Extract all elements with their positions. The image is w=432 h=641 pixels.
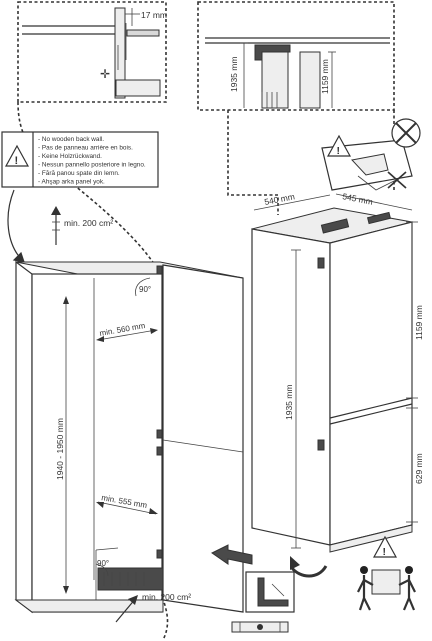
two-person-lift-icon: !	[357, 535, 416, 611]
ventilation-bottom: min. 200 cm²	[115, 592, 191, 623]
warning-triangle-icon: !	[4, 144, 30, 167]
label-min-200-top: min. 200 cm²	[64, 218, 113, 228]
label-545: 545 mm	[342, 191, 374, 207]
dim-1159-right: 1159 mm	[406, 221, 424, 399]
prohibited-icon	[391, 118, 421, 148]
svg-text:!: !	[15, 155, 19, 167]
turn-arrow	[290, 556, 328, 578]
warning-line-6: - Ahşap arka panel yok.	[38, 179, 105, 186]
warning-box: ! - No wooden back wall. - Pas de pannea…	[1, 131, 159, 188]
warning-line-3: - Keine Holzrückwand.	[38, 153, 102, 160]
label-90-bottom: 90°	[97, 559, 109, 568]
ventilation-top: min. 200 cm²	[51, 206, 113, 245]
label-gap-17mm: 17 mm	[141, 10, 167, 20]
label-min-200-bottom: min. 200 cm²	[142, 592, 191, 602]
dim-1935-right: 1935 mm	[284, 249, 301, 549]
label-629: 629 mm	[414, 453, 424, 484]
warning-line-2: - Pas de panneau arrière en bois.	[38, 145, 133, 152]
warning-line-4: - Nessun pannello posteriore in legno.	[38, 162, 146, 169]
box-to-cabinet-arrow	[7, 189, 25, 263]
prohibited-detail: !	[321, 118, 421, 191]
label-90-top: 90°	[139, 285, 151, 294]
detail-hinge-height: 1935 mm 1159 mm	[197, 1, 395, 111]
dim-niche-height: 1940 - 1950 mm	[55, 296, 69, 594]
label-1935-top: 1935 mm	[229, 57, 239, 92]
niche-cabinet	[14, 260, 244, 614]
appliance	[251, 207, 413, 553]
warning-line-5: - Fără panou spate din lemn.	[38, 170, 120, 177]
warning-triangle-icon: !	[372, 535, 398, 558]
label-niche-height: 1940 - 1950 mm	[55, 418, 65, 480]
detail-gap-17mm: 17 mm ✛	[17, 1, 167, 103]
svg-text:!: !	[383, 546, 387, 558]
warning-triangle-icon: !	[326, 134, 352, 157]
spirit-level-icon	[231, 621, 289, 633]
svg-text:!: !	[337, 145, 341, 157]
angle-90-top: 90°	[135, 277, 151, 297]
label-1935-right: 1935 mm	[284, 385, 294, 420]
warning-line-1: - No wooden back wall.	[38, 136, 104, 143]
dim-629-right: 629 mm	[406, 407, 424, 523]
tools-box	[245, 571, 295, 613]
angle-90-bottom: 90°	[95, 547, 119, 600]
dim-width-depth: 540 mm 545 mm	[253, 191, 413, 211]
square-tool-icon	[257, 577, 289, 607]
label-1159-top: 1159 mm	[320, 59, 330, 94]
insert-arrow	[211, 544, 253, 565]
screw-symbol: ✛	[100, 67, 110, 81]
label-1159-right: 1159 mm	[414, 305, 424, 340]
